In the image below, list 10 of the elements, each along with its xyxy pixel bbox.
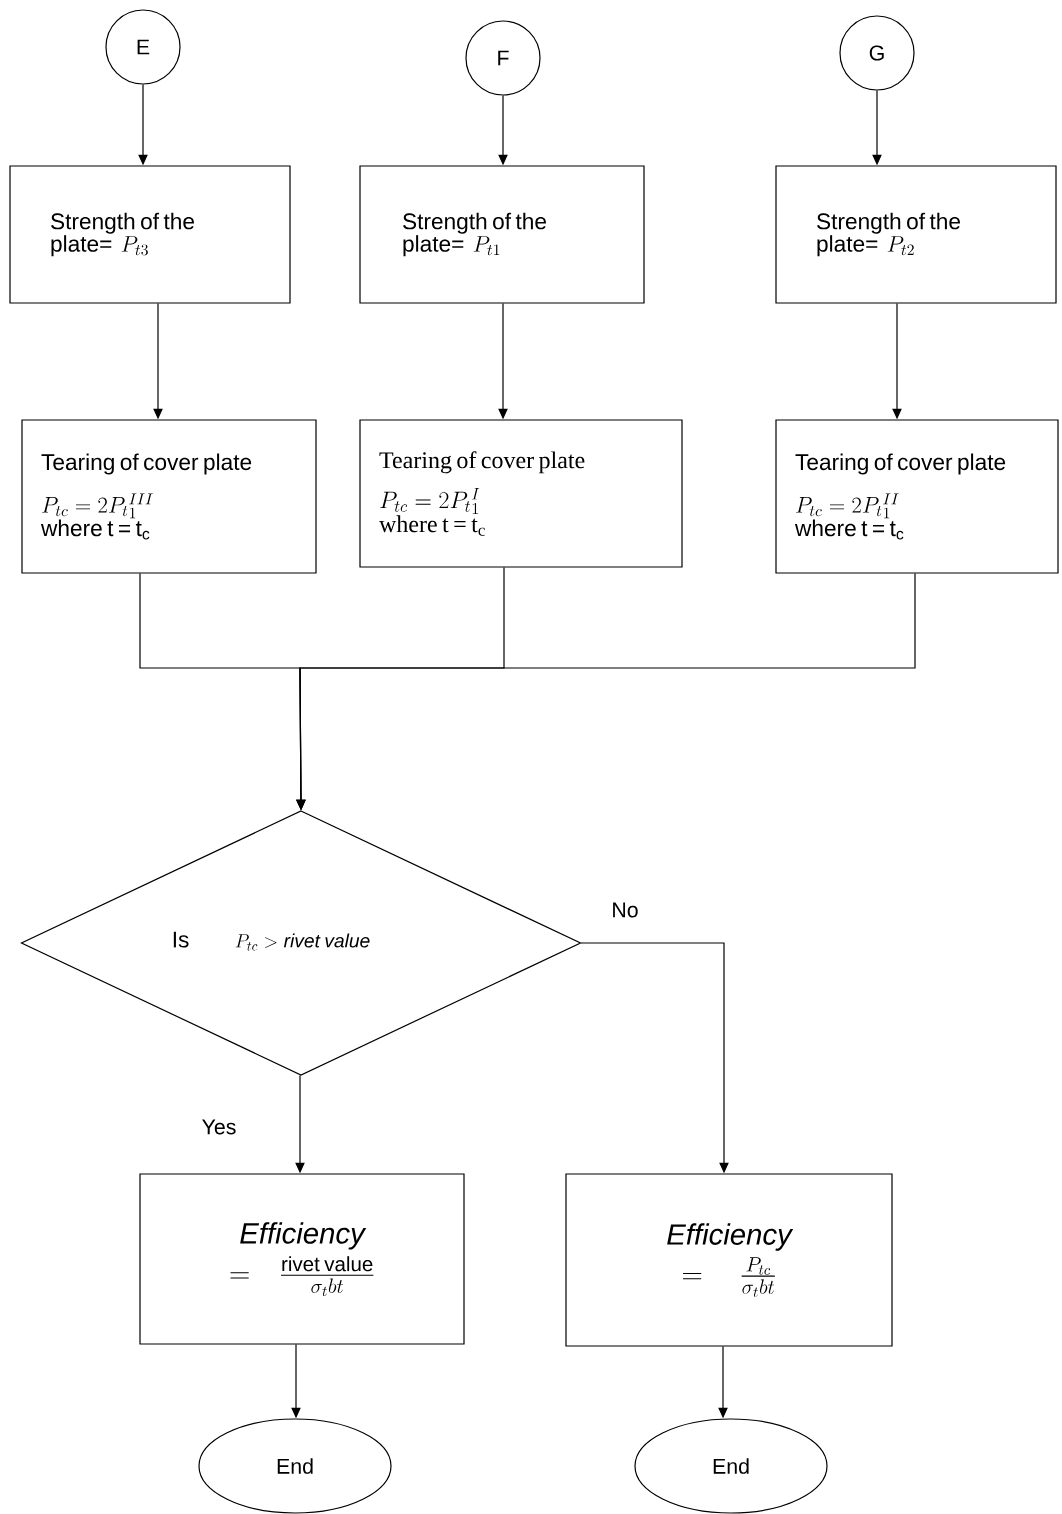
- process-box: Tearing of cover plate $P_{tc} = 2P_{t}{}^{II}_{1}$ where t = t$_{c}$: [775, 419, 1059, 574]
- edge-label: Yes: [200, 1118, 238, 1136]
- process-box: Strength of the plate= $P_{t3}$: [9, 165, 291, 304]
- process-box: Strength of the plate= $P_{t1}$: [359, 165, 645, 304]
- process-box: Tearing of cover plate $P_{tc} = 2P_{t}{}^{I}_{1}$ where t = t$_{c}$: [359, 419, 683, 568]
- process-box: $\mathit{Efficiency}$ $= \frac{P_{tc}}{\sigma_t bt}$: [565, 1173, 893, 1347]
- process-box: $\mathit{Efficiency}$ $= \frac{\text{rivet value}}{\sigma_t bt}$: [139, 1173, 465, 1345]
- process-box: Strength of the plate= $P_{t2}$: [775, 165, 1057, 304]
- process-box: Tearing of cover plate $P_{tc} = 2P_{t}{}^{III}_{1}$ where t = t$_{c}$: [21, 419, 317, 574]
- edge-label: No: [610, 901, 640, 919]
